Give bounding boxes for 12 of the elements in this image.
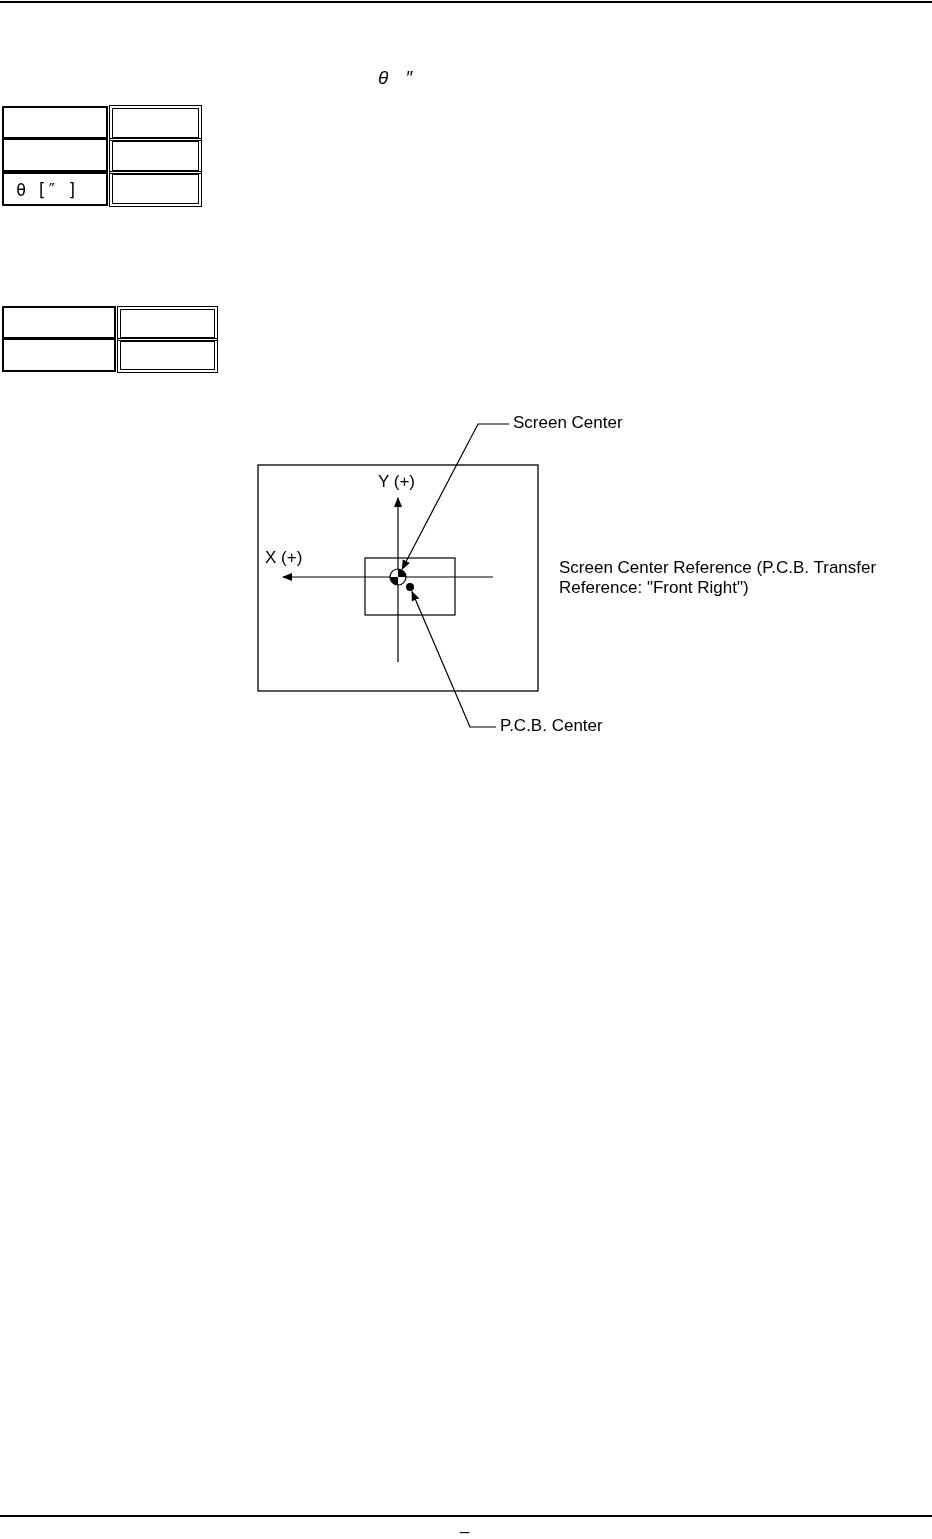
axis-label: Y (+)	[378, 472, 415, 492]
leader-line	[411, 590, 497, 728]
leader-line	[401, 423, 510, 570]
center-target-mark	[389, 568, 407, 586]
table-text: θ [″ ]	[16, 180, 78, 200]
heading-symbol: θ ″	[378, 68, 419, 88]
callout-label: Screen Center	[513, 413, 623, 433]
center-dot	[405, 582, 415, 592]
callout-label: P.C.B. Center	[500, 716, 603, 736]
reference-note: Screen Center Reference (P.C.B. Transfer Reference: "Front Right")	[559, 558, 878, 598]
page-number: –	[460, 1522, 470, 1539]
axis-label: X (+)	[265, 548, 303, 568]
